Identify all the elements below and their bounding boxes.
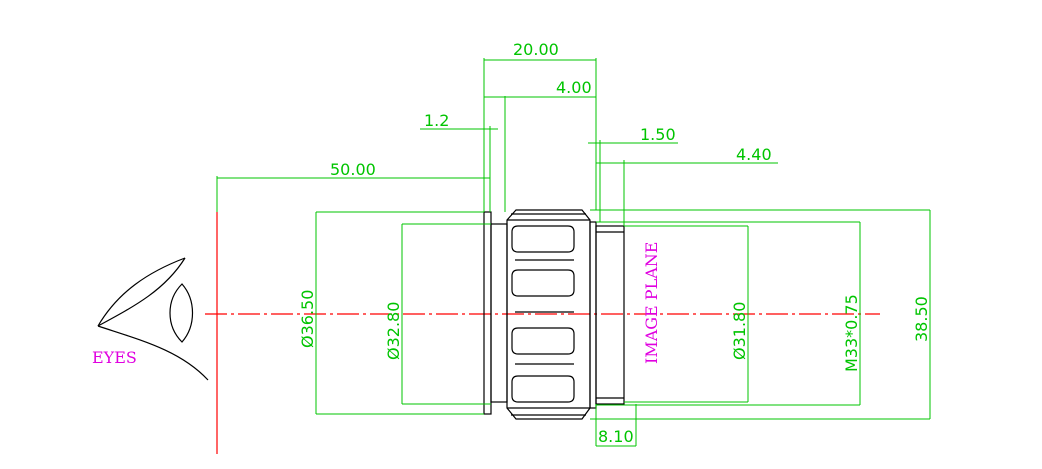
eye-symbol bbox=[97, 257, 209, 381]
dim-thread: M33*0.75 bbox=[842, 294, 861, 372]
dim-plane-diameter: Ø31.80 bbox=[730, 302, 749, 360]
image-plane-label: IMAGE PLANE bbox=[642, 242, 661, 364]
dim-outer-diameter: Ø36.50 bbox=[298, 290, 317, 348]
dim-eye-relief: 50.00 bbox=[330, 160, 376, 179]
eyes-label: EYES bbox=[92, 348, 137, 367]
dim-rear-step: 1.50 bbox=[640, 125, 676, 144]
dim-housing-diameter: 38.50 bbox=[912, 296, 931, 342]
dim-inner-diameter: Ø32.80 bbox=[384, 302, 403, 360]
dim-bottom-length: 8.10 bbox=[598, 427, 634, 446]
lens-body bbox=[483, 209, 625, 420]
dim-rear-section: 4.40 bbox=[736, 145, 772, 164]
dim-overall-length: 20.00 bbox=[513, 40, 559, 59]
dimension-lines bbox=[216, 58, 931, 447]
dim-front-section: 4.00 bbox=[556, 78, 592, 97]
dim-flange: 1.2 bbox=[424, 111, 449, 130]
